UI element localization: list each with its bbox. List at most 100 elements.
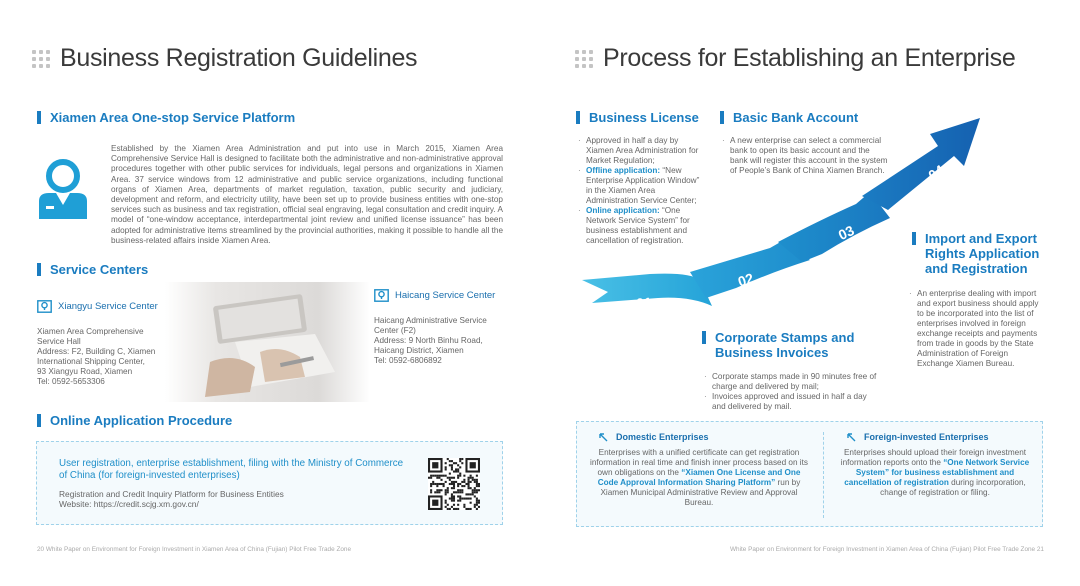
list-item: Offline application: “New Enterprise App… <box>577 166 705 206</box>
domestic-text-part: run by Xiamen Municipal Administrative R… <box>600 478 801 507</box>
business-license-heading-text: Business License <box>589 110 699 125</box>
address-line: Address: 9 North Binhu Road, <box>374 336 483 345</box>
list-item: Online application: “One Network Service… <box>577 206 705 246</box>
foreign-text-part: Enterprises should upload their foreign … <box>840 448 1027 467</box>
address-line: Center (F2) <box>374 326 416 335</box>
office-photo <box>165 282 370 402</box>
online-platform-info: Registration and Credit Inquiry Platform… <box>59 489 284 509</box>
address-line: Tel: 0592-5653306 <box>37 377 105 386</box>
address-line: Xiamen Area Comprehensive <box>37 327 144 336</box>
domestic-enterprises-column: Domestic Enterprises Enterprises with a … <box>587 432 811 508</box>
location-pin-icon <box>37 300 52 313</box>
tag-icon <box>847 432 856 441</box>
enterprise-divider <box>823 432 824 518</box>
stamps-list: Corporate stamps made in 90 minutes free… <box>703 372 879 412</box>
foreign-system-highlight: “One Network Service System” for busines… <box>844 458 1030 487</box>
import-export-list: An enterprise dealing with import and ex… <box>908 289 1044 369</box>
address-line: Haicang District, Xiamen <box>374 346 464 355</box>
list-item: A new enterprise can select a commercial… <box>721 136 889 176</box>
qr-code-icon[interactable] <box>428 458 480 510</box>
step-04-label: 04 <box>925 161 947 183</box>
bank-account-list: A new enterprise can select a commercial… <box>721 136 889 176</box>
service-centers-heading: Service Centers <box>37 262 148 277</box>
import-export-heading: Import and Export Rights Application and… <box>912 231 1039 276</box>
stamps-heading: Corporate Stamps and Business Invoices <box>702 330 854 360</box>
right-page-title: Process for Establishing an Enterprise P… <box>575 44 1032 87</box>
foreign-enterprises-column: Foreign-invested Enterprises Enterprises… <box>835 432 1035 498</box>
haicang-center-label: Haicang Service Center <box>395 290 496 301</box>
address-line: International Shipping Center, <box>37 357 145 366</box>
haicang-center-name: Haicang Service Center <box>374 289 495 302</box>
online-procedure-heading-text: Online Application Procedure <box>50 413 233 428</box>
foreign-enterprises-text: Enterprises should upload their foreign … <box>835 448 1035 498</box>
online-procedure-steps: User registration, enterprise establishm… <box>59 458 404 481</box>
import-export-heading-line: and Registration <box>925 261 1028 276</box>
left-title-text: Business Registration Guidelines <box>60 44 418 72</box>
heading-bar-icon <box>720 111 724 124</box>
bank-account-heading-text: Basic Bank Account <box>733 110 859 125</box>
heading-bar-icon <box>37 414 41 427</box>
stamps-heading-text: Corporate Stamps and Business Invoices <box>715 330 854 360</box>
step-02-label: 02 <box>736 270 756 290</box>
foreign-enterprises-title-text: Foreign-invested Enterprises <box>864 432 989 442</box>
offline-application-label: Offline application: <box>586 166 661 175</box>
list-item: Corporate stamps made in 90 minutes free… <box>703 372 879 392</box>
step-03-label: 03 <box>836 222 857 243</box>
platform-website[interactable]: Website: https://credit.scjg.xm.gov.cn/ <box>59 499 199 510</box>
list-item: Invoices approved and issued in half a d… <box>703 392 879 412</box>
heading-bar-icon <box>912 232 916 245</box>
one-stop-body: Established by the Xiamen Area Administr… <box>111 144 503 245</box>
stamps-heading-line: Business Invoices <box>715 345 829 360</box>
location-pin-icon <box>374 289 389 302</box>
business-license-heading: Business License <box>576 110 699 125</box>
online-application-label: Online application: <box>586 206 660 215</box>
foreign-text-part: during incorporation, change of registra… <box>880 478 1026 497</box>
address-line: Service Hall <box>37 337 81 346</box>
left-footer: 20 White Paper on Environment for Foreig… <box>37 546 352 553</box>
bank-account-heading: Basic Bank Account <box>720 110 858 125</box>
right-page: Process for Establishing an Enterprise P… <box>540 0 1080 586</box>
step-04-arrow <box>862 118 980 210</box>
platform-name: Registration and Credit Inquiry Platform… <box>59 489 284 499</box>
heading-bar-icon <box>576 111 580 124</box>
business-license-list: Approved in half a day by Xiamen Area Ad… <box>577 136 705 246</box>
address-line: 93 Xiangyu Road, Xiamen <box>37 367 133 376</box>
process-arrow-graphic: 01 02 03 04 <box>582 118 980 311</box>
xiangyu-center-label: Xiangyu Service Center <box>58 301 158 312</box>
import-export-heading-line: Rights Application <box>925 246 1040 261</box>
list-item: An enterprise dealing with import and ex… <box>908 289 1044 369</box>
xiangyu-center-name: Xiangyu Service Center <box>37 300 158 313</box>
service-person-icon <box>39 159 87 219</box>
right-title-text: Process for Establishing an Enterprise <box>603 44 1016 72</box>
online-application-text: “One Network Service System” for busines… <box>586 206 690 245</box>
domestic-enterprises-title: Domestic Enterprises <box>587 432 811 442</box>
domestic-platform-highlight: “Xiamen One License and One Code Approva… <box>597 468 801 487</box>
one-stop-heading-text: Xiamen Area One-stop Service Platform <box>50 110 296 125</box>
grid-dots-icon <box>32 49 50 68</box>
enterprise-types-box: Domestic Enterprises Enterprises with a … <box>576 421 1043 527</box>
list-item: Approved in half a day by Xiamen Area Ad… <box>577 136 705 166</box>
offline-application-text: “New Enterprise Application Window” in t… <box>586 166 700 205</box>
heading-bar-icon <box>37 111 41 124</box>
xiangyu-address: Xiamen Area Comprehensive Service Hall A… <box>37 327 155 387</box>
grid-dots-icon <box>575 49 593 68</box>
domestic-enterprises-title-text: Domestic Enterprises <box>616 432 709 442</box>
step-01-label: 01 <box>636 294 653 311</box>
import-export-heading-line: Import and Export <box>925 231 1037 246</box>
import-export-heading-text: Import and Export Rights Application and… <box>925 231 1039 276</box>
haicang-address: Haicang Administrative Service Center (F… <box>374 316 487 366</box>
stamps-heading-line: Corporate Stamps and <box>715 330 855 345</box>
one-stop-heading: Xiamen Area One-stop Service Platform <box>37 110 295 125</box>
left-page-title: Business Registration Guidelines Busines… <box>32 44 434 87</box>
left-page: Business Registration Guidelines Busines… <box>32 44 503 553</box>
domestic-enterprises-text: Enterprises with a unified certificate c… <box>587 448 811 508</box>
tag-icon <box>599 432 608 441</box>
step-03-arrow <box>778 192 890 262</box>
domestic-text-part: Enterprises with a unified certificate c… <box>590 448 808 477</box>
heading-bar-icon <box>702 331 706 344</box>
online-procedure-box: User registration, enterprise establishm… <box>36 441 503 525</box>
heading-bar-icon <box>37 263 41 276</box>
address-line: Haicang Administrative Service <box>374 316 487 325</box>
service-centers-heading-text: Service Centers <box>50 262 149 277</box>
address-line: Address: F2, Building C, Xiamen <box>37 347 156 356</box>
